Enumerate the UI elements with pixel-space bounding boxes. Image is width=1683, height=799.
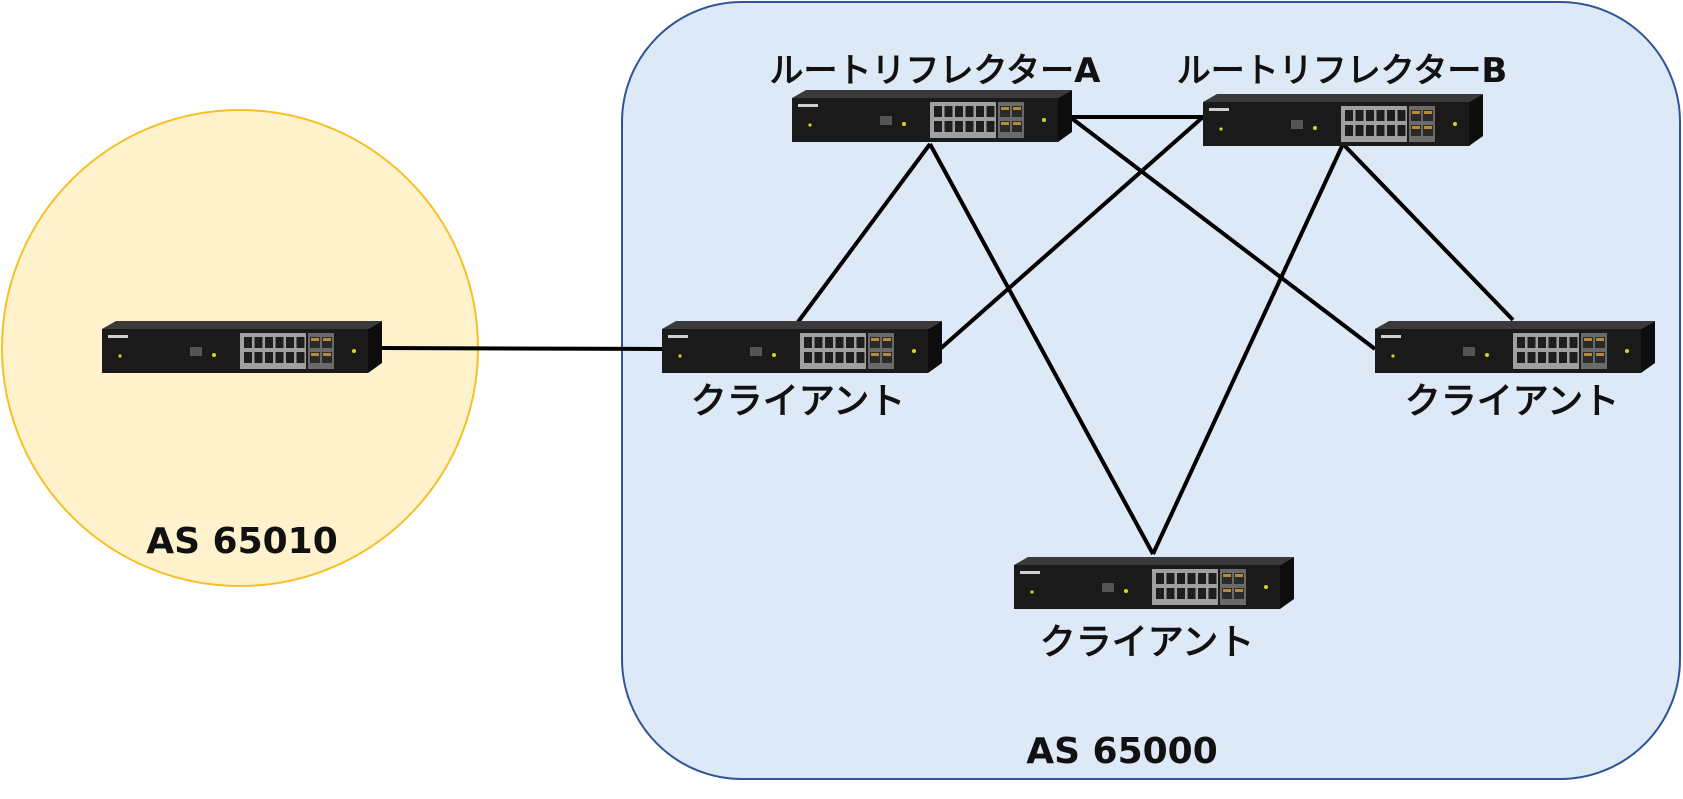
link-external-to-client-left bbox=[379, 346, 663, 351]
switch-route-reflector-b[interactable] bbox=[1203, 94, 1483, 146]
network-switch-icon bbox=[1375, 321, 1655, 373]
link-rr-a-to-client-right bbox=[1068, 115, 1377, 351]
label-route-reflector-a: ルートリフレクターA bbox=[770, 51, 1102, 91]
link-rr-b-to-client-bottom bbox=[1151, 143, 1345, 555]
switch-client-right[interactable] bbox=[1375, 321, 1655, 373]
network-switch-icon bbox=[102, 321, 382, 373]
link-rr-b-to-client-left bbox=[938, 115, 1205, 351]
network-switch-icon bbox=[1014, 557, 1294, 609]
label-client-left: クライアント bbox=[691, 381, 906, 422]
as-internal-area bbox=[621, 1, 1681, 780]
links bbox=[379, 115, 1515, 555]
label-as-external: AS 65010 bbox=[146, 521, 338, 562]
network-switch-icon bbox=[662, 321, 942, 373]
label-client-right: クライアント bbox=[1405, 381, 1620, 422]
label-client-bottom: クライアント bbox=[1040, 622, 1255, 663]
network-switch-icon bbox=[792, 90, 1072, 142]
label-route-reflector-b: ルートリフレクターB bbox=[1177, 51, 1508, 91]
link-rr-a-to-client-left bbox=[796, 142, 932, 324]
label-as-internal: AS 65000 bbox=[1026, 731, 1218, 772]
switch-client-left[interactable] bbox=[662, 321, 942, 373]
switch-external[interactable] bbox=[102, 321, 382, 373]
network-switch-icon bbox=[1203, 94, 1483, 146]
link-rr-a-to-client-bottom bbox=[928, 143, 1155, 555]
switch-client-bottom[interactable] bbox=[1014, 557, 1294, 609]
link-rr-b-to-client-right bbox=[1341, 142, 1515, 322]
switch-route-reflector-a[interactable] bbox=[792, 90, 1072, 142]
